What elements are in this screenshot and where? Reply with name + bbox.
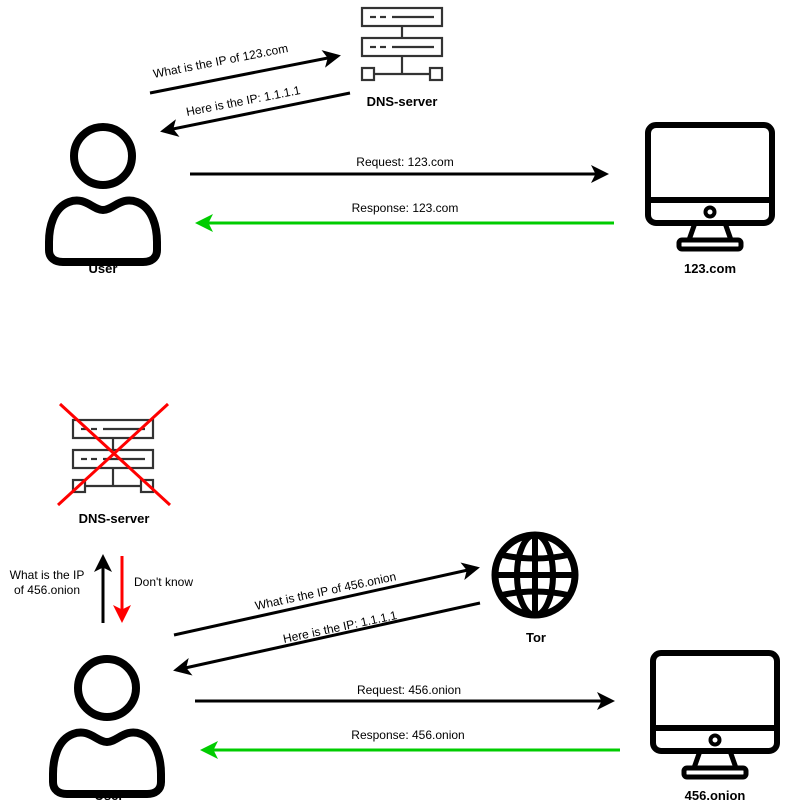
tor-label: Tor — [526, 630, 546, 645]
top-website-label: 123.com — [684, 261, 736, 276]
tor-reply-label: Here is the IP: 1.1.1.1 — [282, 608, 399, 646]
top-dns-server-label: DNS-server — [367, 94, 438, 109]
bottom-dns-server: DNS-server — [56, 402, 172, 526]
monitor-icon — [653, 653, 777, 777]
monitor-icon — [648, 125, 772, 249]
user-icon — [53, 659, 161, 794]
bottom-response-label: Response: 456.onion — [351, 728, 464, 742]
bottom-dns-reply-label: Don't know — [134, 575, 193, 589]
top-user: User — [49, 127, 157, 276]
top-response-label: Response: 123.com — [352, 201, 459, 215]
top-dns-query-label: What is the IP of 123.com — [152, 41, 289, 81]
bottom-dns-query-label-2: of 456.onion — [14, 583, 80, 597]
top-dns-reply-arrow — [160, 91, 351, 137]
bottom-request-label: Request: 456.onion — [357, 683, 461, 697]
bottom-website-label: 456.onion — [685, 788, 746, 803]
bottom-user: User — [53, 659, 161, 803]
top-dns-server: DNS-server — [360, 6, 444, 109]
bottom-dns-query-label-1: What is the IP — [10, 568, 85, 582]
top-user-label: User — [89, 261, 118, 276]
top-dns-query-arrow — [149, 50, 341, 95]
bottom-user-label: User — [95, 788, 124, 803]
tor-query-arrow — [173, 562, 480, 637]
user-icon — [49, 127, 157, 262]
tor-reply-arrow — [173, 601, 481, 676]
bottom-website: 456.onion — [653, 653, 777, 803]
cross-out-icon — [56, 402, 170, 507]
bottom-dns-server-label: DNS-server — [79, 511, 150, 526]
tor-node: Tor — [495, 535, 575, 645]
server-icon — [360, 6, 444, 82]
globe-icon — [495, 535, 575, 615]
top-website: 123.com — [648, 125, 772, 276]
top-request-label: Request: 123.com — [356, 155, 453, 169]
